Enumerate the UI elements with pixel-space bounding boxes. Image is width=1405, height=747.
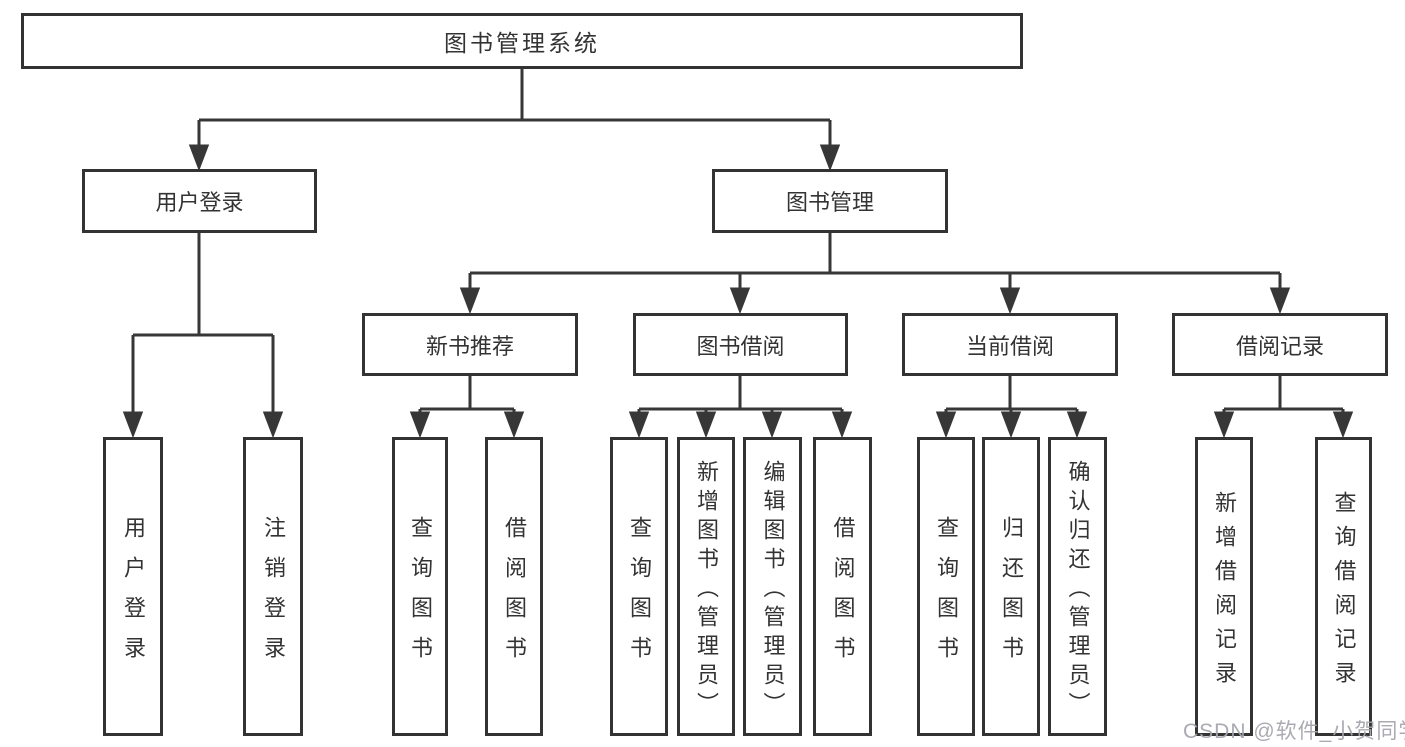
leaf-user-login: 用户登录 [103, 437, 163, 736]
node-borrow-records: 借阅记录 [1172, 313, 1388, 376]
connector-new-books-children [409, 376, 525, 439]
node-label: 用户登录 [155, 190, 244, 215]
arrow-down-icon [729, 287, 751, 315]
arrow-down-icon [628, 411, 650, 439]
leaf-query-books-borrow: 查询图书 [610, 437, 668, 736]
node-label: 借阅图书 [830, 515, 856, 676]
node-label: 查询借阅记录 [1331, 490, 1357, 695]
arrow-down-icon [1269, 287, 1291, 315]
arrow-down-icon [262, 411, 284, 439]
arrow-down-icon [1000, 411, 1022, 439]
arrow-down-icon [935, 411, 957, 439]
node-library-management-system: 图书管理系统 [21, 13, 1023, 69]
node-book-borrow: 图书借阅 [633, 313, 848, 376]
arrow-down-icon [819, 144, 841, 172]
arrow-down-icon [831, 411, 853, 439]
connector-book-management-children [459, 233, 1291, 315]
node-label: 借阅记录 [1235, 333, 1324, 359]
node-label: 编辑图书（管理员） [760, 459, 786, 721]
leaf-return-books: 归还图书 [982, 437, 1040, 736]
leaf-edit-book-admin: 编辑图书（管理员） [743, 437, 802, 736]
node-label: 图书管理系统 [444, 30, 600, 56]
node-label: 用户登录 [121, 515, 146, 676]
arrow-down-icon [1066, 411, 1088, 439]
connector-borrow-records-children [1213, 376, 1354, 439]
leaf-add-borrow-record: 新增借阅记录 [1195, 437, 1253, 736]
arrow-down-icon [695, 411, 717, 439]
node-label: 归还图书 [999, 515, 1024, 676]
leaf-confirm-return-admin: 确认归还（管理员） [1048, 437, 1107, 736]
leaf-borrow-books: 借阅图书 [813, 437, 872, 736]
leaf-query-books-current: 查询图书 [917, 437, 975, 736]
node-label: 注销登录 [261, 515, 286, 676]
arrow-down-icon [503, 411, 525, 439]
arrow-down-icon [1213, 411, 1235, 439]
arrow-down-icon [459, 287, 481, 315]
node-label: 查询图书 [627, 515, 652, 676]
csdn-watermark: CSDN @软件_小贺同学 [1183, 720, 1405, 743]
arrow-down-icon [1332, 411, 1354, 439]
leaf-logout: 注销登录 [243, 437, 303, 736]
leaf-borrow-books-newbooks: 借阅图书 [485, 437, 543, 736]
node-label: 图书借阅 [696, 333, 785, 359]
node-label: 新增图书（管理员） [694, 459, 719, 721]
connector-current-borrow-children [935, 376, 1088, 439]
node-new-book-recommend: 新书推荐 [362, 313, 578, 376]
arrow-down-icon [761, 411, 783, 439]
node-current-borrow: 当前借阅 [902, 313, 1118, 376]
node-user-login: 用户登录 [82, 169, 317, 233]
node-label: 当前借阅 [965, 333, 1054, 359]
arrow-down-icon [409, 411, 431, 439]
node-label: 新增借阅记录 [1212, 490, 1237, 695]
node-label: 查询图书 [408, 515, 433, 676]
arrow-down-icon [122, 411, 144, 439]
leaf-add-book-admin: 新增图书（管理员） [677, 437, 735, 736]
node-label: 查询图书 [934, 515, 959, 676]
node-label: 确认归还（管理员） [1065, 459, 1091, 721]
leaf-query-books-newbooks: 查询图书 [392, 437, 448, 736]
node-label: 借阅图书 [502, 515, 527, 676]
connector-user-login-children [122, 233, 284, 439]
arrow-down-icon [999, 287, 1021, 315]
node-label: 新书推荐 [425, 333, 514, 359]
arrow-down-icon [188, 144, 210, 172]
node-label: 图书管理 [785, 190, 874, 215]
connector-book-borrow-children [628, 376, 853, 439]
node-book-management: 图书管理 [712, 169, 948, 233]
leaf-query-borrow-record: 查询借阅记录 [1315, 437, 1372, 736]
connector-root-to-level2 [188, 69, 841, 172]
